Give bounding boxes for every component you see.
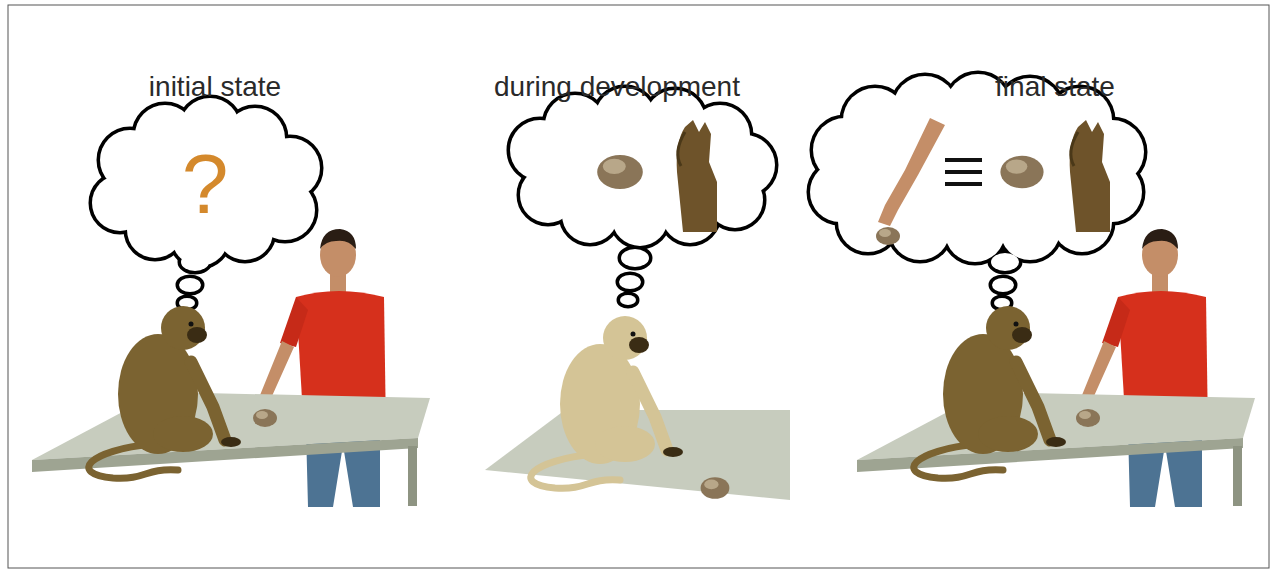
monkey xyxy=(531,316,683,488)
monkey-hand xyxy=(677,120,717,232)
cloud-outline xyxy=(92,98,320,308)
human-figure xyxy=(248,229,386,507)
rock-icon xyxy=(597,155,643,189)
rock xyxy=(253,409,277,427)
panel-heading: during development xyxy=(494,70,740,104)
thought-cloud xyxy=(810,74,1144,308)
monkey xyxy=(914,306,1066,478)
monkey-hand xyxy=(1070,120,1110,232)
frame xyxy=(8,5,1269,568)
thought-cloud xyxy=(510,88,775,305)
rock-icon xyxy=(876,227,900,245)
panel-heading: initial state xyxy=(149,70,281,104)
human-arm xyxy=(878,118,945,226)
panel-heading: final state xyxy=(995,70,1115,104)
question-mark: ? xyxy=(182,142,229,226)
table-leg xyxy=(1233,446,1242,506)
thought-cloud xyxy=(92,98,320,308)
cloud-outline xyxy=(510,88,775,305)
cloud-outline xyxy=(810,74,1144,308)
monkey xyxy=(89,306,241,478)
rock-icon xyxy=(1000,156,1043,188)
rock xyxy=(701,477,730,499)
equivalence-symbol xyxy=(945,160,982,184)
human-figure xyxy=(1070,229,1208,507)
table-leg xyxy=(408,446,417,506)
rock xyxy=(1076,409,1100,427)
